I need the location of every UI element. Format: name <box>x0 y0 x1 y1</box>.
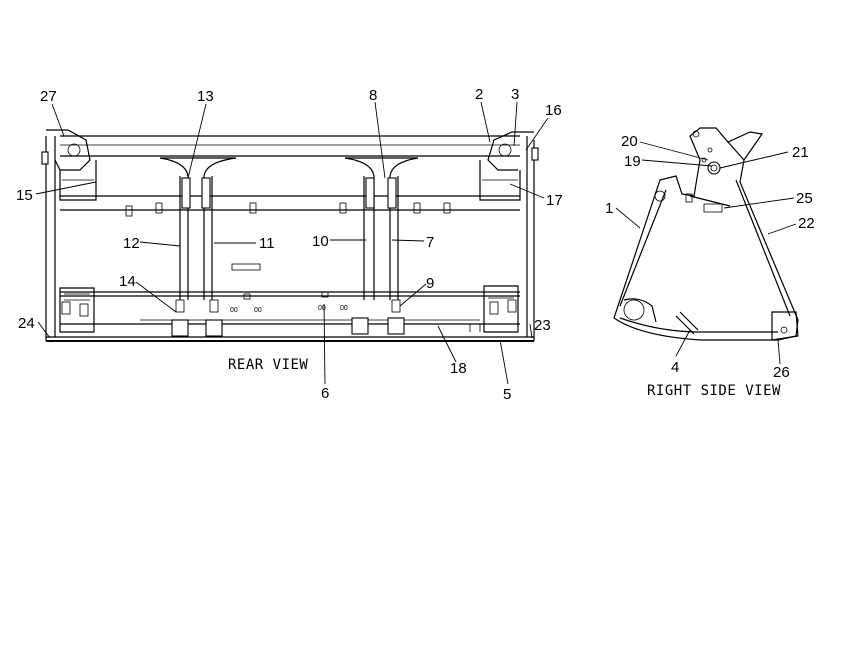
callout-5: 5 <box>503 386 511 403</box>
side-view-caption: RIGHT SIDE VIEW <box>647 383 781 399</box>
svg-text:00: 00 <box>318 305 326 312</box>
callout-26: 26 <box>773 364 790 381</box>
callout-14: 14 <box>119 273 136 290</box>
callout-10: 10 <box>312 233 329 250</box>
callout-6: 6 <box>321 385 329 402</box>
callout-2: 2 <box>475 86 483 103</box>
side-view-drawing <box>613 127 799 341</box>
callout-22: 22 <box>798 215 815 232</box>
leader-lines <box>35 101 797 385</box>
callout-4: 4 <box>671 359 679 376</box>
callout-7: 7 <box>426 234 434 251</box>
callout-3: 3 <box>511 86 519 103</box>
callout-12: 12 <box>123 235 140 252</box>
callout-19: 19 <box>624 153 641 170</box>
callout-9: 9 <box>426 275 434 292</box>
callout-27: 27 <box>40 88 57 105</box>
callout-8: 8 <box>369 87 377 104</box>
rear-view-drawing: 00 00 00 00 <box>41 129 539 342</box>
callout-23: 23 <box>534 317 551 334</box>
callout-labels: 27 13 8 2 3 16 15 17 12 11 10 7 14 9 24 … <box>16 86 815 403</box>
callout-13: 13 <box>197 88 214 105</box>
callout-17: 17 <box>546 192 563 209</box>
svg-text:00: 00 <box>230 307 238 314</box>
callout-21: 21 <box>792 144 809 161</box>
svg-text:00: 00 <box>340 305 348 312</box>
callout-20: 20 <box>621 133 638 150</box>
callout-15: 15 <box>16 187 33 204</box>
callout-1: 1 <box>605 200 613 217</box>
rear-view-caption: REAR VIEW <box>228 357 308 373</box>
callout-16: 16 <box>545 102 562 119</box>
callout-24: 24 <box>18 315 35 332</box>
callout-18: 18 <box>450 360 467 377</box>
callout-11: 11 <box>259 235 275 252</box>
svg-text:00: 00 <box>254 307 262 314</box>
callout-25: 25 <box>796 190 813 207</box>
